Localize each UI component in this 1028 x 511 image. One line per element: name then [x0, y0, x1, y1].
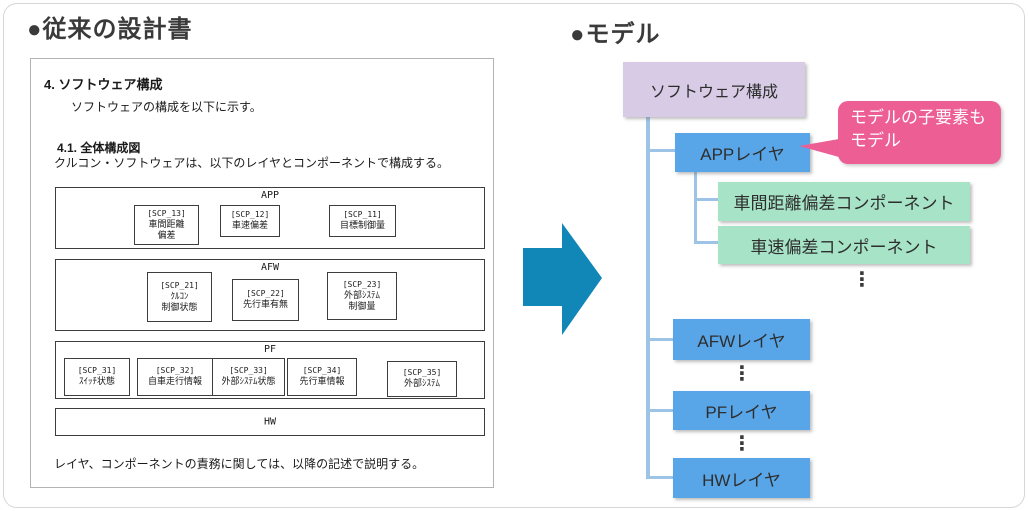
component-box-scp21: [SCP_21] ｸﾙｺﾝ 制御状態: [147, 272, 212, 322]
left-section-heading: ●従来の設計書: [27, 16, 193, 43]
callout-text-line1: モデルの子要素も: [850, 108, 986, 127]
doc-layer-box-afw: AFW [SCP_21] ｸﾙｺﾝ 制御状態 [SCP_22] 先行車有無 [S…: [55, 259, 485, 331]
component-name: 外部ｼｽﾃﾑ状態: [221, 376, 276, 387]
component-name: 外部ｼｽﾃﾑ: [403, 378, 440, 389]
component-box-scp22: [SCP_22] 先行車有無: [232, 279, 299, 321]
model-layer-node-pf: PFレイヤ: [673, 391, 810, 430]
component-box-scp11: [SCP_11] 目標制御量: [329, 205, 396, 237]
component-name: 自車走行情報: [147, 376, 202, 387]
component-code: [SCP_21]: [160, 280, 199, 290]
doc-layer-box-pf: PF [SCP_31] ｽｲｯﾁ状態 [SCP_32] 自車走行情報 [SCP_…: [55, 341, 485, 399]
doc-subsection-body: クルコン・ソフトウェアは、以下のレイヤとコンポーネントで構成する。: [54, 156, 450, 170]
component-code: [SCP_35]: [402, 368, 442, 378]
component-box-scp34: [SCP_34] 先行車情報: [287, 358, 357, 396]
component-name: 偏差: [157, 230, 176, 240]
callout-text-line2: モデル: [850, 130, 901, 150]
component-name: 車間距離: [148, 218, 185, 229]
ellipsis-afw: ⋮: [732, 363, 752, 385]
ellipsis-components: ⋮: [852, 269, 872, 291]
component-box-scp33: [SCP_33] 外部ｼｽﾃﾑ状態: [212, 358, 285, 396]
component-name: 車速偏差: [231, 220, 268, 231]
doc-layer-box-app: APP [SCP_13] 車間距離 偏差 [SCP_12] 車速偏差 [SCP_…: [55, 187, 485, 249]
component-code: [SCP_22]: [246, 289, 285, 299]
model-root-node: ソフトウェア構成: [623, 62, 805, 117]
doc-footer-note: レイヤ、コンポーネントの責務に関しては、以降の記述で説明する。: [54, 457, 425, 471]
component-name: ｽｲｯﾁ状態: [78, 376, 115, 387]
component-name: 先行車情報: [299, 376, 345, 387]
model-component-node-1: 車間距離偏差コンポーネント: [718, 182, 970, 221]
component-code: [SCP_13]: [147, 208, 186, 218]
component-code: [SCP_34]: [302, 366, 342, 376]
component-name: 先行車有無: [242, 299, 288, 310]
right-section-heading: ●モデル: [570, 21, 661, 48]
tree-branch-afw: [646, 338, 673, 341]
doc-section-body: ソフトウェアの構成を以下に示す。: [71, 100, 262, 114]
ellipsis-pf: ⋮: [732, 433, 752, 455]
callout-tail: [799, 139, 839, 157]
tree-branch-component-2: [694, 241, 718, 244]
component-box-scp13: [SCP_13] 車間距離 偏差: [134, 205, 199, 245]
model-layer-node-hw: HWレイヤ: [673, 458, 810, 498]
doc-layer-box-hw: HW: [55, 408, 485, 436]
component-code: [SCP_23]: [342, 279, 382, 289]
component-box-scp32: [SCP_32] 自車走行情報: [137, 358, 213, 396]
model-layer-node-afw: AFWレイヤ: [673, 319, 810, 360]
component-name: ｸﾙｺﾝ: [170, 290, 189, 301]
doc-layer-label-pf: PF: [263, 344, 277, 355]
tree-branch-app: [646, 149, 675, 152]
component-box-scp23: [SCP_23] 外部ｼｽﾃﾑ 制御量: [327, 272, 397, 320]
model-component-node-2: 車速偏差コンポーネント: [718, 226, 970, 264]
doc-layer-label-afw: AFW: [260, 262, 280, 273]
design-document-panel: 4. ソフトウェア構成 ソフトウェアの構成を以下に示す。 4.1. 全体構成図 …: [30, 58, 494, 488]
doc-layer-label-hw: HW: [263, 416, 277, 428]
model-layer-node-app: APPレイヤ: [675, 133, 810, 172]
tree-branch-pf: [646, 409, 673, 412]
doc-layer-label-app: APP: [260, 190, 280, 201]
component-code: [SCP_32]: [155, 366, 195, 376]
component-name: 外部ｼｽﾃﾑ: [343, 289, 380, 300]
doc-section-title: 4. ソフトウェア構成: [44, 77, 163, 92]
doc-subsection-title: 4.1. 全体構成図: [57, 141, 141, 155]
component-code: [SCP_33]: [229, 366, 268, 376]
tree-branch-hw: [646, 476, 673, 479]
component-box-scp31: [SCP_31] ｽｲｯﾁ状態: [64, 358, 130, 396]
component-name: 目標制御量: [339, 220, 385, 231]
component-code: [SCP_31]: [77, 366, 117, 376]
component-box-scp12: [SCP_12] 車速偏差: [220, 205, 280, 237]
component-name: 制御量: [348, 301, 376, 311]
tree-trunk-connector: [646, 117, 650, 479]
tree-subtrunk-app: [694, 172, 697, 244]
component-box-scp35: [SCP_35] 外部ｼｽﾃﾑ: [387, 361, 457, 397]
transformation-arrow-icon: [505, 215, 615, 340]
component-name: 制御状態: [161, 302, 198, 312]
component-code: [SCP_11]: [343, 210, 382, 220]
callout-bubble: モデルの子要素も モデル: [838, 101, 1001, 164]
tree-branch-component-1: [694, 198, 718, 201]
component-code: [SCP_12]: [230, 210, 270, 220]
